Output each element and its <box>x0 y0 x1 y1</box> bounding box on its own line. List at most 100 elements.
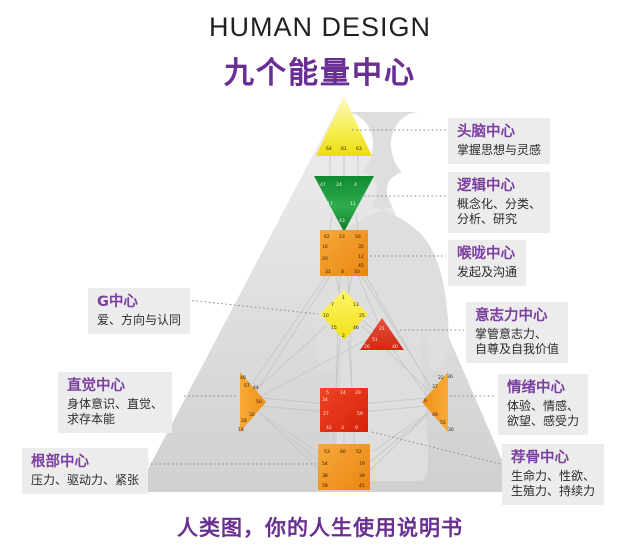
gate-20: 20 <box>322 256 328 262</box>
callout-will-desc: 掌管意志力、 自尊及自我价值 <box>475 326 560 356</box>
center-ajna[interactable]: 47 24 4 17 11 43 <box>314 176 374 232</box>
callout-emotion-title: 情绪中心 <box>507 380 565 396</box>
gate-3: 3 <box>341 425 344 431</box>
gate-29: 29 <box>355 390 361 396</box>
center-ajna-shape <box>314 176 374 232</box>
gate-47: 47 <box>320 182 326 188</box>
gate-19: 19 <box>359 461 365 467</box>
gate-32: 32 <box>249 412 255 418</box>
page-title-chinese: 九个能量中心 <box>0 48 640 92</box>
gate-37: 37 <box>432 384 438 390</box>
gate-61: 61 <box>341 146 347 152</box>
center-spleen-shape <box>240 372 266 432</box>
gate-48: 48 <box>240 375 246 381</box>
center-throat-shape <box>320 230 368 276</box>
callout-sacral-title: 荐骨中心 <box>511 450 569 466</box>
callout-root-title: 根部中心 <box>31 454 89 470</box>
gate-7: 7 <box>331 302 334 308</box>
gate-38: 38 <box>322 473 328 479</box>
leader-g <box>187 299 319 315</box>
gate-55: 55 <box>440 420 446 426</box>
gate-16: 16 <box>322 244 328 250</box>
center-sacral-shape <box>320 388 368 432</box>
callout-g-center[interactable]: G中心 爱、方向与认同 <box>88 288 191 334</box>
callout-head-title: 头脑中心 <box>457 124 515 140</box>
callout-will-center[interactable]: 意志力中心 掌管意志力、 自尊及自我价值 <box>466 302 569 364</box>
gate-59: 59 <box>357 411 363 417</box>
gate-9: 9 <box>355 425 358 431</box>
callout-emotion-desc: 体验、情感、 欲望、感受力 <box>507 398 580 428</box>
gate-25: 25 <box>359 313 365 319</box>
gate-62: 62 <box>324 234 330 240</box>
gate-50: 50 <box>256 399 262 405</box>
gate-57: 57 <box>244 383 250 389</box>
gate-8: 8 <box>341 269 344 275</box>
gate-23: 23 <box>339 234 345 240</box>
gate-43: 43 <box>339 218 345 224</box>
gate-27: 27 <box>323 411 329 417</box>
footer-caption: 人类图，你的人生使用说明书 <box>177 515 463 540</box>
gate-1: 1 <box>342 295 345 301</box>
gate-36: 36 <box>447 374 453 380</box>
gate-30: 30 <box>448 427 454 433</box>
callout-root-desc: 压力、驱动力、紧张 <box>31 472 140 487</box>
gate-17: 17 <box>327 201 333 207</box>
callout-ajna-desc: 概念化、分类、 分析、研究 <box>457 196 542 226</box>
gate-12: 12 <box>358 254 364 260</box>
callout-head-desc: 掌握思想与灵感 <box>457 142 542 157</box>
leader-sacral <box>371 431 501 465</box>
callout-will-title: 意志力中心 <box>475 308 548 324</box>
center-throat[interactable]: 62 23 56 16 35 20 12 45 31 8 33 <box>320 230 368 276</box>
gate-5: 5 <box>326 390 329 396</box>
gate-24: 24 <box>336 182 342 188</box>
center-sacral[interactable]: 5 14 29 34 27 59 42 3 9 <box>320 388 368 432</box>
center-will-shape <box>360 318 404 350</box>
gate-58: 58 <box>322 483 328 489</box>
callout-spleen-title: 直觉中心 <box>67 378 125 394</box>
gate-6: 6 <box>424 398 427 404</box>
gate-34: 34 <box>322 397 328 403</box>
gate-51: 51 <box>372 337 378 343</box>
center-root[interactable]: 53 60 52 54 19 38 39 58 41 <box>318 444 370 490</box>
callout-root-center[interactable]: 根部中心 压力、驱动力、紧张 <box>22 448 149 494</box>
gate-46: 46 <box>353 325 359 331</box>
callout-sacral-center[interactable]: 荐骨中心 生命力、性欲、 生殖力、持续力 <box>502 444 605 506</box>
callout-throat-center[interactable]: 喉咙中心 发起及沟通 <box>448 240 527 286</box>
gate-39: 39 <box>359 473 365 479</box>
gate-26: 26 <box>364 344 370 350</box>
callout-throat-desc: 发起及沟通 <box>457 264 518 279</box>
gate-35: 35 <box>358 244 364 250</box>
callout-emotion-center[interactable]: 情绪中心 体验、情感、 欲望、感受力 <box>498 374 589 436</box>
callout-ajna-center[interactable]: 逻辑中心 概念化、分类、 分析、研究 <box>448 172 551 234</box>
gate-10: 10 <box>323 313 329 319</box>
center-head[interactable]: 64 61 63 <box>316 96 372 156</box>
gate-54: 54 <box>322 461 328 467</box>
gate-31: 31 <box>325 269 331 275</box>
center-spleen[interactable]: 48 57 44 50 32 28 18 <box>238 372 266 433</box>
callout-head-center[interactable]: 头脑中心 掌握思想与灵感 <box>448 118 551 164</box>
callout-spleen-center[interactable]: 直觉中心 身体意识、直觉、 求存本能 <box>58 372 173 434</box>
gate-40: 40 <box>392 344 398 350</box>
callout-spleen-desc: 身体意识、直觉、 求存本能 <box>67 396 164 426</box>
center-will[interactable]: 21 51 26 40 <box>360 318 404 350</box>
center-root-shape <box>318 444 370 490</box>
center-g[interactable]: 1 7 13 10 25 15 46 2 <box>320 290 368 340</box>
callout-ajna-title: 逻辑中心 <box>457 178 515 194</box>
gate-53: 53 <box>324 449 330 455</box>
leader-lines <box>130 129 501 465</box>
callout-throat-title: 喉咙中心 <box>457 246 515 262</box>
gate-2: 2 <box>342 333 345 339</box>
gate-60: 60 <box>340 449 346 455</box>
gate-33: 33 <box>354 269 360 275</box>
gate-42: 42 <box>326 425 332 431</box>
gate-15: 15 <box>331 325 337 331</box>
center-g-shape <box>320 290 368 340</box>
callout-sacral-desc: 生命力、性欲、 生殖力、持续力 <box>511 468 596 498</box>
gate-18: 18 <box>238 427 244 433</box>
gate-41: 41 <box>359 483 365 489</box>
center-solar-plexus[interactable]: 22 36 37 6 49 55 30 <box>422 372 454 433</box>
center-head-shape <box>316 96 372 156</box>
page-title-english: HUMAN DESIGN <box>208 12 431 42</box>
channel-lines <box>251 156 435 473</box>
